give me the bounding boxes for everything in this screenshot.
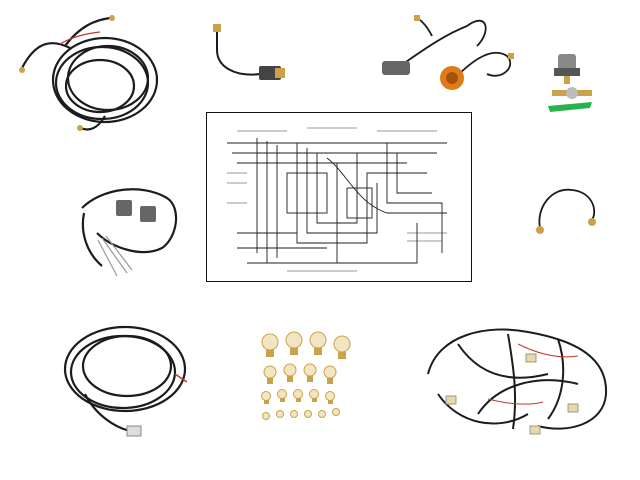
bulb-assortment-icon [252, 328, 362, 428]
switch-with-green-connector-icon [540, 50, 600, 120]
dash-harness-icon [418, 314, 618, 444]
main-wiring-harness-icon [10, 8, 160, 138]
rear-body-harness-icon [55, 314, 195, 444]
single-wire-pigtail-socket-icon [205, 22, 290, 87]
ground-strap-icon [532, 182, 602, 237]
headlight-harness-icon [72, 178, 187, 283]
dual-lamp-socket-harness-icon [372, 6, 522, 101]
wiring-diagram [206, 112, 472, 282]
